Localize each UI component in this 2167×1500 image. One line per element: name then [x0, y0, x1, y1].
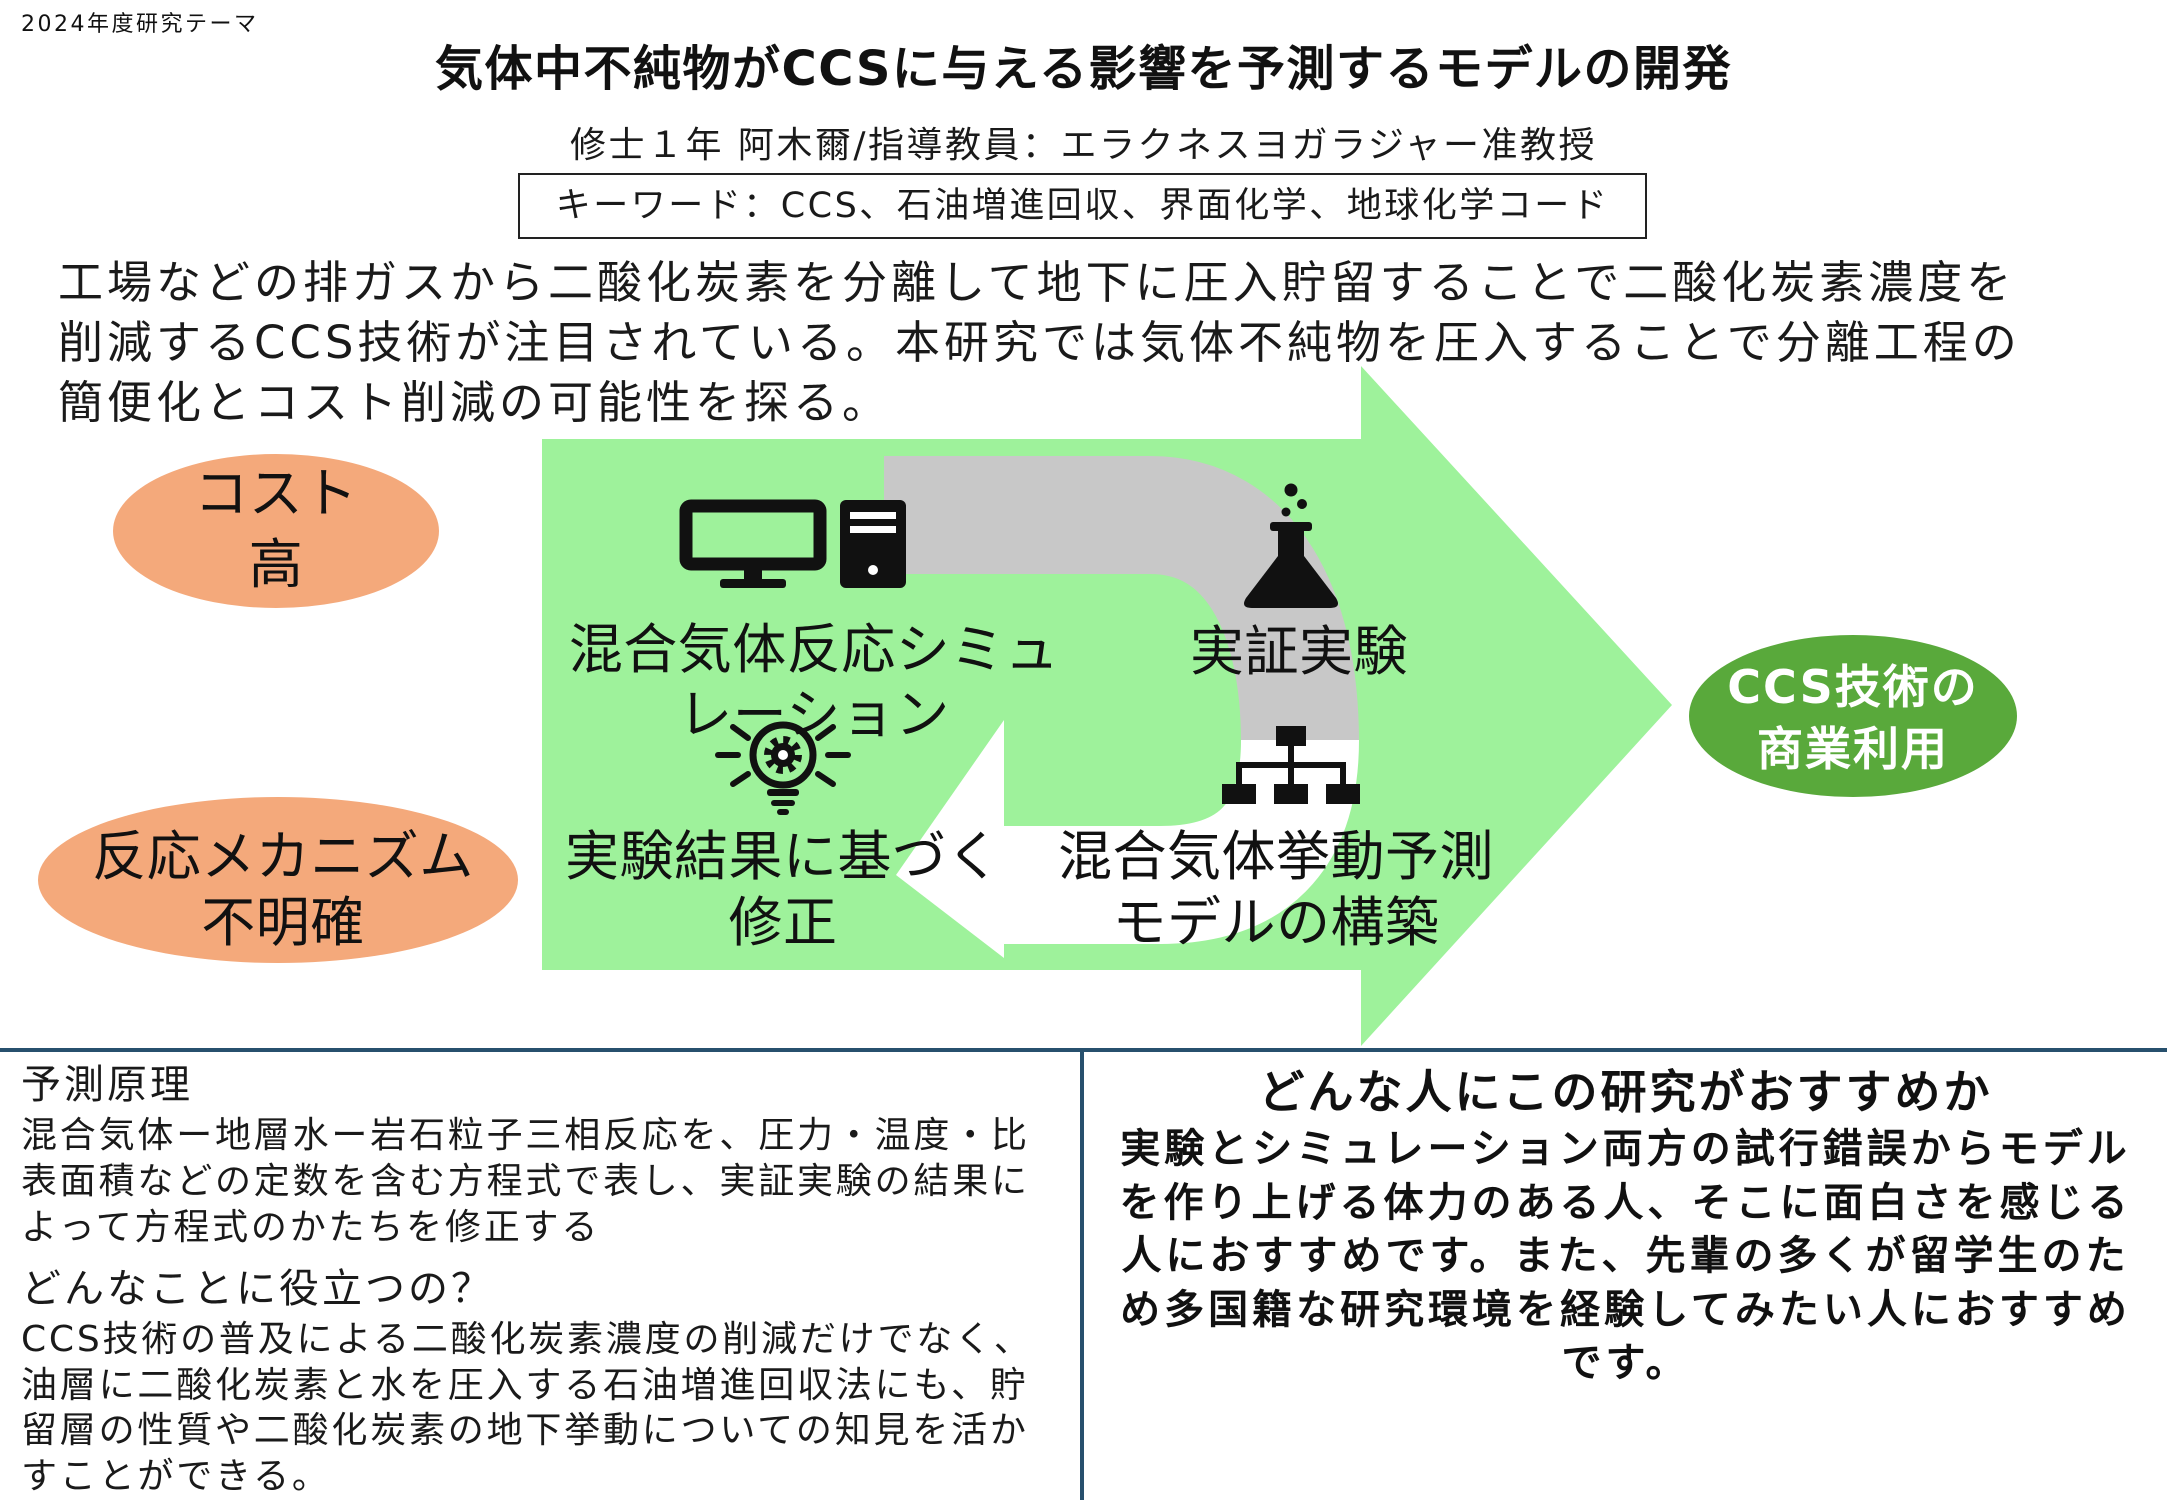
tower-power-dot: [868, 565, 878, 575]
org-connector: [1340, 762, 1346, 784]
monitor-frame: [679, 499, 827, 571]
cycle-arrowhead: [896, 720, 1004, 958]
flask-bubble: [1297, 499, 1307, 509]
problem-label-cost: コスト 高: [126, 458, 426, 600]
principle-line: 表面積などの定数を含む方程式で表し、実証実験の結果に: [21, 1161, 1030, 1202]
org-node-bottom: [1222, 784, 1256, 804]
org-node-top: [1276, 726, 1306, 746]
usefulness-line: 油層に二酸化炭素と水を圧入する石油増進回収法にも、貯: [21, 1364, 1029, 1406]
usefulness-line: すことができる。: [21, 1455, 331, 1497]
flask-neck: [1278, 530, 1304, 558]
flask-rim: [1270, 522, 1312, 531]
lightbulb-gear-icon: [715, 721, 851, 815]
problem-line: 高: [248, 533, 304, 596]
principle-text: 混合気体ー地層水ー岩石粒子三相反応を、圧力・温度・比 表面積などの定数を含む方程…: [21, 1113, 1030, 1251]
lightbulb-base: [777, 809, 789, 815]
problem-bubble-mechanism: [38, 797, 518, 963]
principle-line: 混合気体ー地層水ー岩石粒子三相反応を、圧力・温度・比: [21, 1115, 1030, 1156]
step-line: レーション: [678, 683, 950, 746]
usefulness-line: CCS技術の普及による二酸化炭素濃度の削減だけでなく、: [21, 1319, 1033, 1360]
org-chart-icon: [1222, 726, 1360, 804]
flask-bubble: [1284, 483, 1298, 497]
cycle-arrow-return: [1000, 738, 1359, 944]
problem-line: 反応メカニズム: [92, 825, 474, 888]
computer-icon: [679, 499, 906, 588]
flask-body: [1244, 556, 1338, 608]
step-line: 実験結果に基づく: [565, 825, 1001, 888]
tower-case: [840, 500, 906, 588]
intro-paragraph: 工場などの排ガスから二酸化炭素を分離して地下に圧入貯留することで二酸化炭素濃度を…: [58, 253, 2021, 433]
usefulness-heading: どんなことに役立つの？: [21, 1266, 494, 1312]
tower-slot: [850, 512, 896, 519]
year-label: 2024年度研究テーマ: [21, 12, 259, 37]
step-line: 混合気体挙動予測: [1058, 825, 1494, 888]
recommendation-line: です。: [1561, 1340, 1690, 1386]
flask-bubble: [1281, 507, 1291, 517]
step-label-simulation: 混合気体反応シミュ レーション: [564, 617, 1064, 747]
author-line: 修士１年 阿木爾/指導教員：エラクネスヨガラジャー准教授: [569, 125, 1598, 166]
goal-label: CCS技術の 商業利用: [1703, 656, 2003, 780]
step-line: 修正: [728, 891, 838, 954]
monitor-base: [720, 579, 786, 588]
cycle-arrow-forward: [884, 456, 1359, 743]
lightbulb-glass: [749, 721, 817, 789]
recommendation-line: め多国籍な研究環境を経験してみたい人におすすめ: [1120, 1286, 2131, 1333]
goal-bubble: [1689, 635, 2017, 797]
org-node-bottom: [1326, 784, 1360, 804]
org-connector: [1288, 746, 1294, 762]
goal-line: CCS技術の: [1727, 660, 1979, 714]
lightbulb-rays: [715, 724, 851, 787]
lightbulb-base: [767, 789, 799, 796]
intro-line: 削減するCCS技術が注目されている。本研究では気体不純物を圧入することで分離工程…: [58, 316, 2021, 369]
recommendation-line: 人におすすめです。また、先輩の多くが留学生のた: [1121, 1233, 2130, 1279]
recommendation-line: 実験とシミュレーション両方の試行錯誤からモデル: [1120, 1126, 2131, 1172]
recommendation-line: を作り上げる体力のある人、そこに面白さを感じる: [1119, 1179, 2132, 1226]
org-connector: [1288, 762, 1294, 784]
goal-line: 商業利用: [1757, 722, 1949, 776]
step-label-experiment: 実証実験: [1149, 619, 1449, 685]
problem-line: コスト: [194, 462, 358, 525]
org-connector: [1236, 762, 1242, 784]
page-title: 気体中不純物がCCSに与える影響を予測するモデルの開発: [435, 41, 1732, 97]
problem-bubble-cost: [113, 454, 439, 608]
recommendation-text: 実験とシミュレーション両方の試行錯誤からモデル を作り上げる体力のある人、そこに…: [1084, 1123, 2167, 1391]
lightbulb-base: [771, 800, 795, 806]
problem-label-mechanism: 反応メカニズム 不明確: [33, 824, 533, 956]
problem-line: 不明確: [201, 891, 365, 954]
principle-heading: 予測原理: [21, 1062, 193, 1108]
step-line: 実証実験: [1190, 620, 1408, 683]
monitor-neck: [744, 570, 762, 580]
step-label-correction: 実験結果に基づく 修正: [533, 824, 1033, 956]
tower-slot: [850, 526, 896, 533]
step-label-model: 混合気体挙動予測 モデルの構築: [1026, 824, 1526, 956]
usefulness-text: CCS技術の普及による二酸化炭素濃度の削減だけでなく、 油層に二酸化炭素と水を圧…: [21, 1317, 1033, 1499]
flask-icon: [1244, 483, 1338, 608]
org-node-bottom: [1274, 784, 1308, 804]
keyword-box: キーワード：CCS、石油増進回収、界面化学、地球化学コード: [518, 173, 1647, 239]
step-line: 混合気体反応シミュ: [568, 618, 1060, 681]
recommendation-heading: どんな人にこの研究がおすすめか: [1258, 1065, 1993, 1119]
step-line: モデルの構築: [1112, 891, 1440, 954]
usefulness-line: 留層の性質や二酸化炭素の地下挙動についての知見を活か: [21, 1410, 1029, 1451]
intro-line: 工場などの排ガスから二酸化炭素を分離して地下に圧入貯留することで二酸化炭素濃度を: [58, 256, 2016, 309]
gear-teeth: [764, 736, 802, 774]
gear-hole: [778, 750, 788, 760]
principle-line: よって方程式のかたちを修正する: [21, 1207, 601, 1248]
intro-line: 簡便化とコスト削減の可能性を探る。: [58, 376, 892, 429]
